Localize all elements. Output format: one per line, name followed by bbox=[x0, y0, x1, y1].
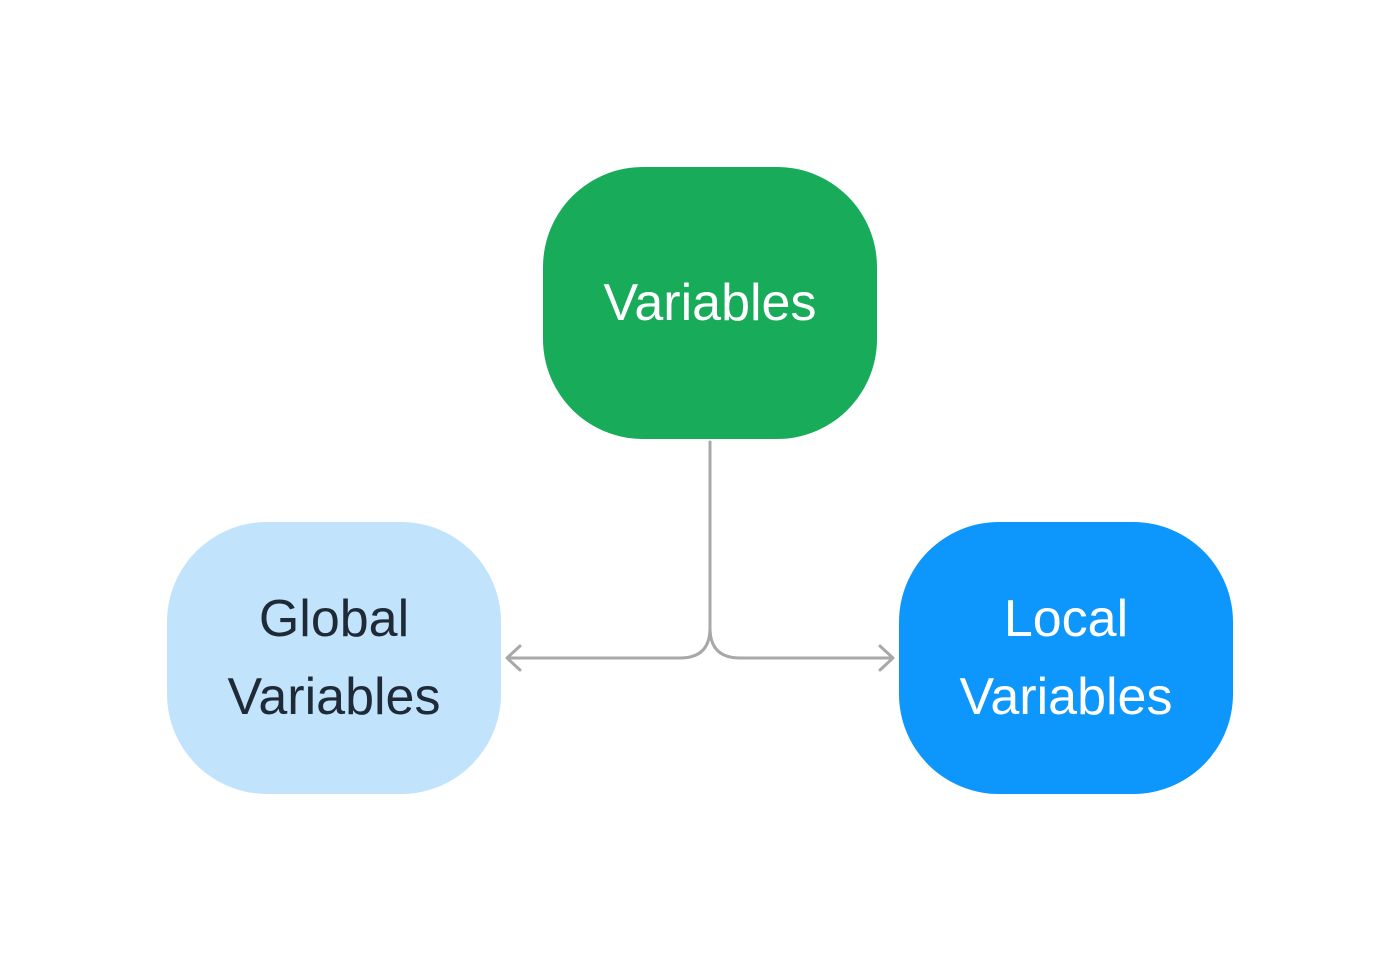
node-local-variables-label: Local Variables bbox=[959, 590, 1173, 726]
arrowhead-right-icon bbox=[878, 644, 895, 672]
node-local-variables: Local Variables bbox=[899, 522, 1233, 794]
node-global-variables: Global Variables bbox=[167, 522, 501, 794]
arrowhead-left-icon bbox=[505, 644, 522, 672]
node-global-variables-label: Global Variables bbox=[227, 590, 441, 726]
node-variables: Variables bbox=[543, 167, 877, 439]
connector-branch-left bbox=[506, 626, 712, 660]
connector-branch-right bbox=[708, 626, 894, 660]
node-variables-label: Variables bbox=[603, 274, 817, 332]
